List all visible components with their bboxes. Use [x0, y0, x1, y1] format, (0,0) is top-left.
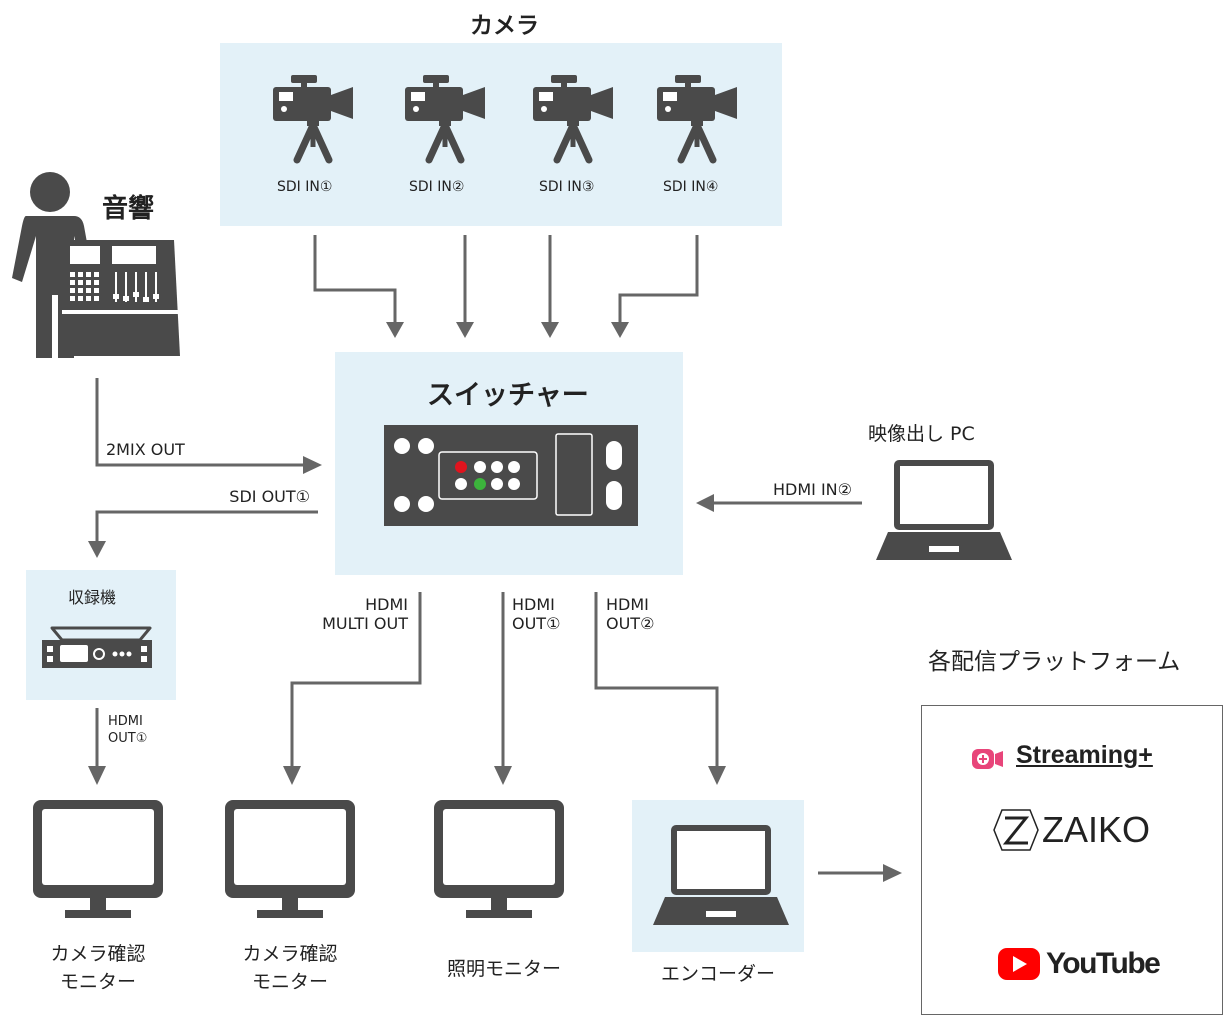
youtube-logo: YouTube: [1046, 947, 1161, 980]
camera-icon-2: [405, 75, 485, 160]
pc-title: 映像出し PC: [868, 423, 975, 445]
camera-input-label-4: SDI IN④: [663, 179, 719, 195]
recorder-device-icon: [42, 626, 152, 668]
arrow-cam1: [313, 235, 397, 322]
camera-icon-1: [273, 75, 353, 160]
monitor-caption-2: カメラ確認 モニター: [242, 943, 338, 993]
monitor-icon-2: [225, 800, 355, 918]
monitor-icon-3: [434, 800, 564, 918]
camera-section-title: カメラ: [470, 13, 539, 39]
camera-icon-3: [533, 75, 613, 160]
monitor-caption-3: 照明モニター: [446, 958, 561, 980]
pc-laptop-icon: [876, 460, 1012, 560]
switcher-title: スイッチャー: [427, 380, 589, 411]
camera-input-label-3: SDI IN③: [539, 179, 595, 195]
mix-out-label: 2MIX OUT: [106, 440, 185, 459]
arrow-audio: [95, 378, 305, 467]
camera-input-label-2: SDI IN②: [409, 179, 465, 195]
streaming-plus-logo: Streaming+: [1016, 741, 1153, 769]
monitor-icon-1: [33, 800, 163, 918]
switcher-device-icon: [384, 425, 638, 526]
encoder-laptop-icon: [653, 825, 789, 925]
zaiko-logo: ZAIKO: [1042, 809, 1151, 850]
hdmi-multi-out-label: HDMI MULTI OUT: [322, 595, 408, 633]
hdmi-out2-label: HDMI OUT②: [606, 595, 655, 633]
camera-input-label-1: SDI IN①: [277, 179, 333, 195]
arrow-cam4: [618, 235, 699, 322]
encoder-caption: エンコーダー: [660, 963, 775, 985]
youtube-play-icon: [998, 948, 1040, 980]
arrow-hdmi-multi: [290, 592, 422, 768]
audio-mixer-icon: [62, 240, 180, 356]
sdi-out-label: SDI OUT①: [229, 487, 310, 506]
camera-icon-4: [657, 75, 737, 160]
arrow-sdi-out: [95, 510, 318, 543]
recorder-title: 収録機: [68, 588, 117, 607]
recorder-panel: [26, 570, 176, 700]
hdmi-out1-label: HDMI OUT①: [512, 595, 561, 633]
zaiko-logo-icon: [993, 809, 1039, 851]
arrow-hdmi-out2: [594, 592, 719, 768]
monitor-caption-1: カメラ確認 モニター: [50, 943, 146, 993]
platforms-title: 各配信プラットフォーム: [928, 649, 1181, 675]
streaming-plus-icon: [972, 749, 1003, 769]
audio-title: 音響: [102, 194, 155, 224]
hdmi-in2-label: HDMI IN②: [773, 480, 852, 499]
recorder-hdmi-out-label: HDMI OUT①: [108, 714, 148, 746]
